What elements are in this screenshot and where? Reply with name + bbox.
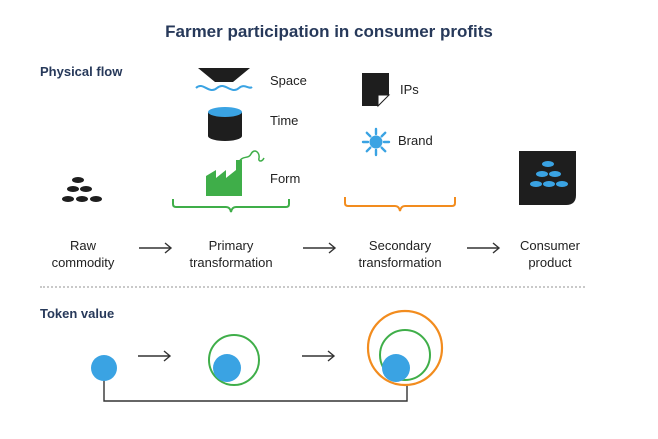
flow-arrow-1 bbox=[139, 242, 173, 254]
stage-secondary-line2: transformation bbox=[358, 255, 442, 270]
stage-consumer-product: Consumer product bbox=[503, 237, 597, 271]
ips-label: IPs bbox=[400, 82, 419, 97]
stage-raw-line1: Raw bbox=[69, 238, 96, 253]
stage-primary-line2: transformation bbox=[189, 255, 273, 270]
form-label: Form bbox=[270, 171, 301, 186]
token-secondary-outer-ring bbox=[366, 309, 444, 387]
stage-consumer-line1: Consumer bbox=[520, 238, 580, 253]
space-icon bbox=[195, 68, 253, 91]
token-primary-ring bbox=[208, 334, 260, 386]
section-token-value: Token value bbox=[40, 306, 115, 321]
section-physical-flow: Physical flow bbox=[40, 64, 123, 79]
brand-label: Brand bbox=[398, 133, 433, 148]
token-arrow-1 bbox=[138, 350, 172, 362]
token-value-diagram bbox=[91, 309, 444, 402]
raw-commodity-icon bbox=[62, 177, 102, 202]
document-icon bbox=[362, 73, 391, 108]
time-icon bbox=[208, 107, 242, 141]
stage-raw-line2: commodity bbox=[51, 255, 115, 270]
section-divider bbox=[40, 286, 585, 288]
time-label: Time bbox=[270, 113, 299, 128]
token-primary bbox=[213, 354, 241, 382]
brand-icon bbox=[361, 127, 391, 157]
stage-secondary-line1: Secondary bbox=[368, 238, 432, 253]
stage-consumer-line2: product bbox=[528, 255, 572, 270]
stage-primary-transformation: Primary transformation bbox=[174, 237, 288, 271]
primary-bracket bbox=[172, 199, 290, 213]
token-raw bbox=[91, 355, 117, 381]
page-title: Farmer participation in consumer profits bbox=[165, 22, 493, 41]
token-connector-line bbox=[103, 380, 408, 402]
consumer-product-icon bbox=[519, 151, 576, 205]
secondary-bracket bbox=[344, 197, 456, 212]
space-label: Space bbox=[270, 73, 307, 88]
stage-raw-commodity: Raw commodity bbox=[38, 237, 128, 271]
token-arrow-2 bbox=[302, 350, 336, 362]
factory-icon bbox=[206, 150, 265, 196]
token-secondary-inner-ring bbox=[379, 329, 431, 381]
token-secondary bbox=[382, 354, 410, 382]
stage-secondary-transformation: Secondary transformation bbox=[343, 237, 457, 271]
flow-arrow-3 bbox=[467, 242, 501, 254]
flow-arrow-2 bbox=[303, 242, 337, 254]
stage-primary-line1: Primary bbox=[208, 238, 254, 253]
